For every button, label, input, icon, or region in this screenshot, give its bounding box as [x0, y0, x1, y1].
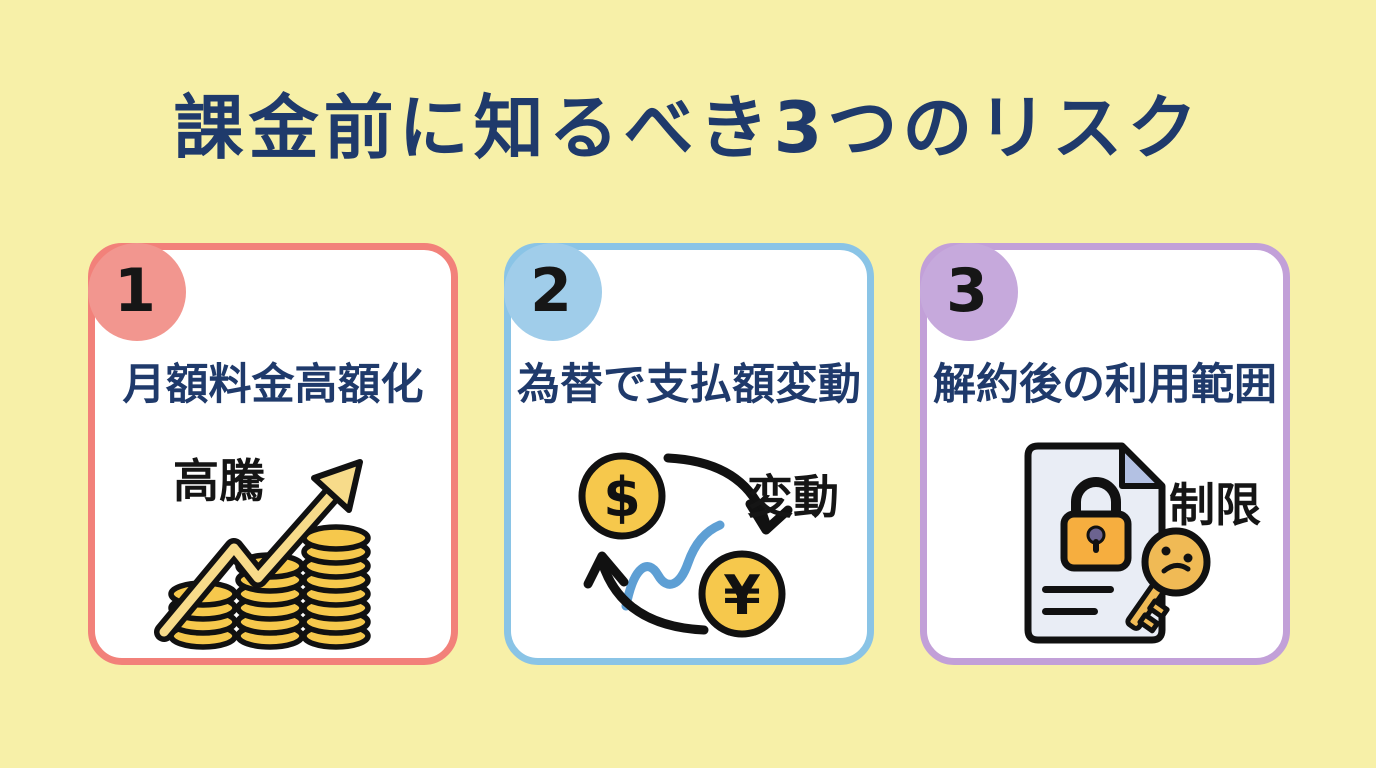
coin-stacks-growth-icon	[154, 458, 371, 650]
card-icon-area: 制限	[927, 435, 1283, 652]
rate-wave-line	[621, 520, 725, 610]
svg-text:$: $	[603, 466, 641, 529]
yen-coin-icon: ¥	[698, 550, 786, 637]
padlock-icon	[1060, 476, 1132, 571]
risk-card-post-cancel-usage: 3 解約後の利用範囲 制限	[920, 243, 1290, 665]
card-heading: 解約後の利用範囲	[933, 360, 1277, 410]
risk-card-exchange-rate: 2 為替で支払額変動 変動 $	[504, 243, 874, 665]
card-number-badge: 3	[920, 243, 1018, 341]
sad-key-icon	[1125, 527, 1211, 633]
icon-label: 変動	[747, 470, 839, 524]
card-number: 2	[530, 256, 572, 326]
card-heading: 月額料金高額化	[122, 360, 424, 410]
card-number-badge: 2	[504, 243, 602, 341]
dollar-coin-icon: $	[578, 452, 666, 539]
currency-exchange-icon: $ ¥	[578, 452, 793, 637]
icon-label: 高騰	[173, 454, 265, 508]
risk-cards: 1 月額料金高額化 高騰	[88, 243, 1290, 665]
growth-arrow	[154, 458, 363, 642]
icon-label: 制限	[1169, 478, 1261, 532]
locked-document-key-icon	[1024, 442, 1211, 643]
svg-text:¥: ¥	[723, 564, 761, 627]
card-number-badge: 1	[88, 243, 186, 341]
card-icon-area: 変動 $ ¥	[511, 435, 867, 652]
card-icon-area: 高騰	[95, 435, 451, 652]
card-number: 1	[114, 256, 156, 326]
card-heading: 為替で支払額変動	[517, 360, 861, 410]
card-number: 3	[946, 256, 988, 326]
risk-card-monthly-fee: 1 月額料金高額化 高騰	[88, 243, 458, 665]
exchange-arrows	[583, 453, 793, 634]
page-title: 課金前に知るべき3つのリスク	[173, 87, 1203, 169]
